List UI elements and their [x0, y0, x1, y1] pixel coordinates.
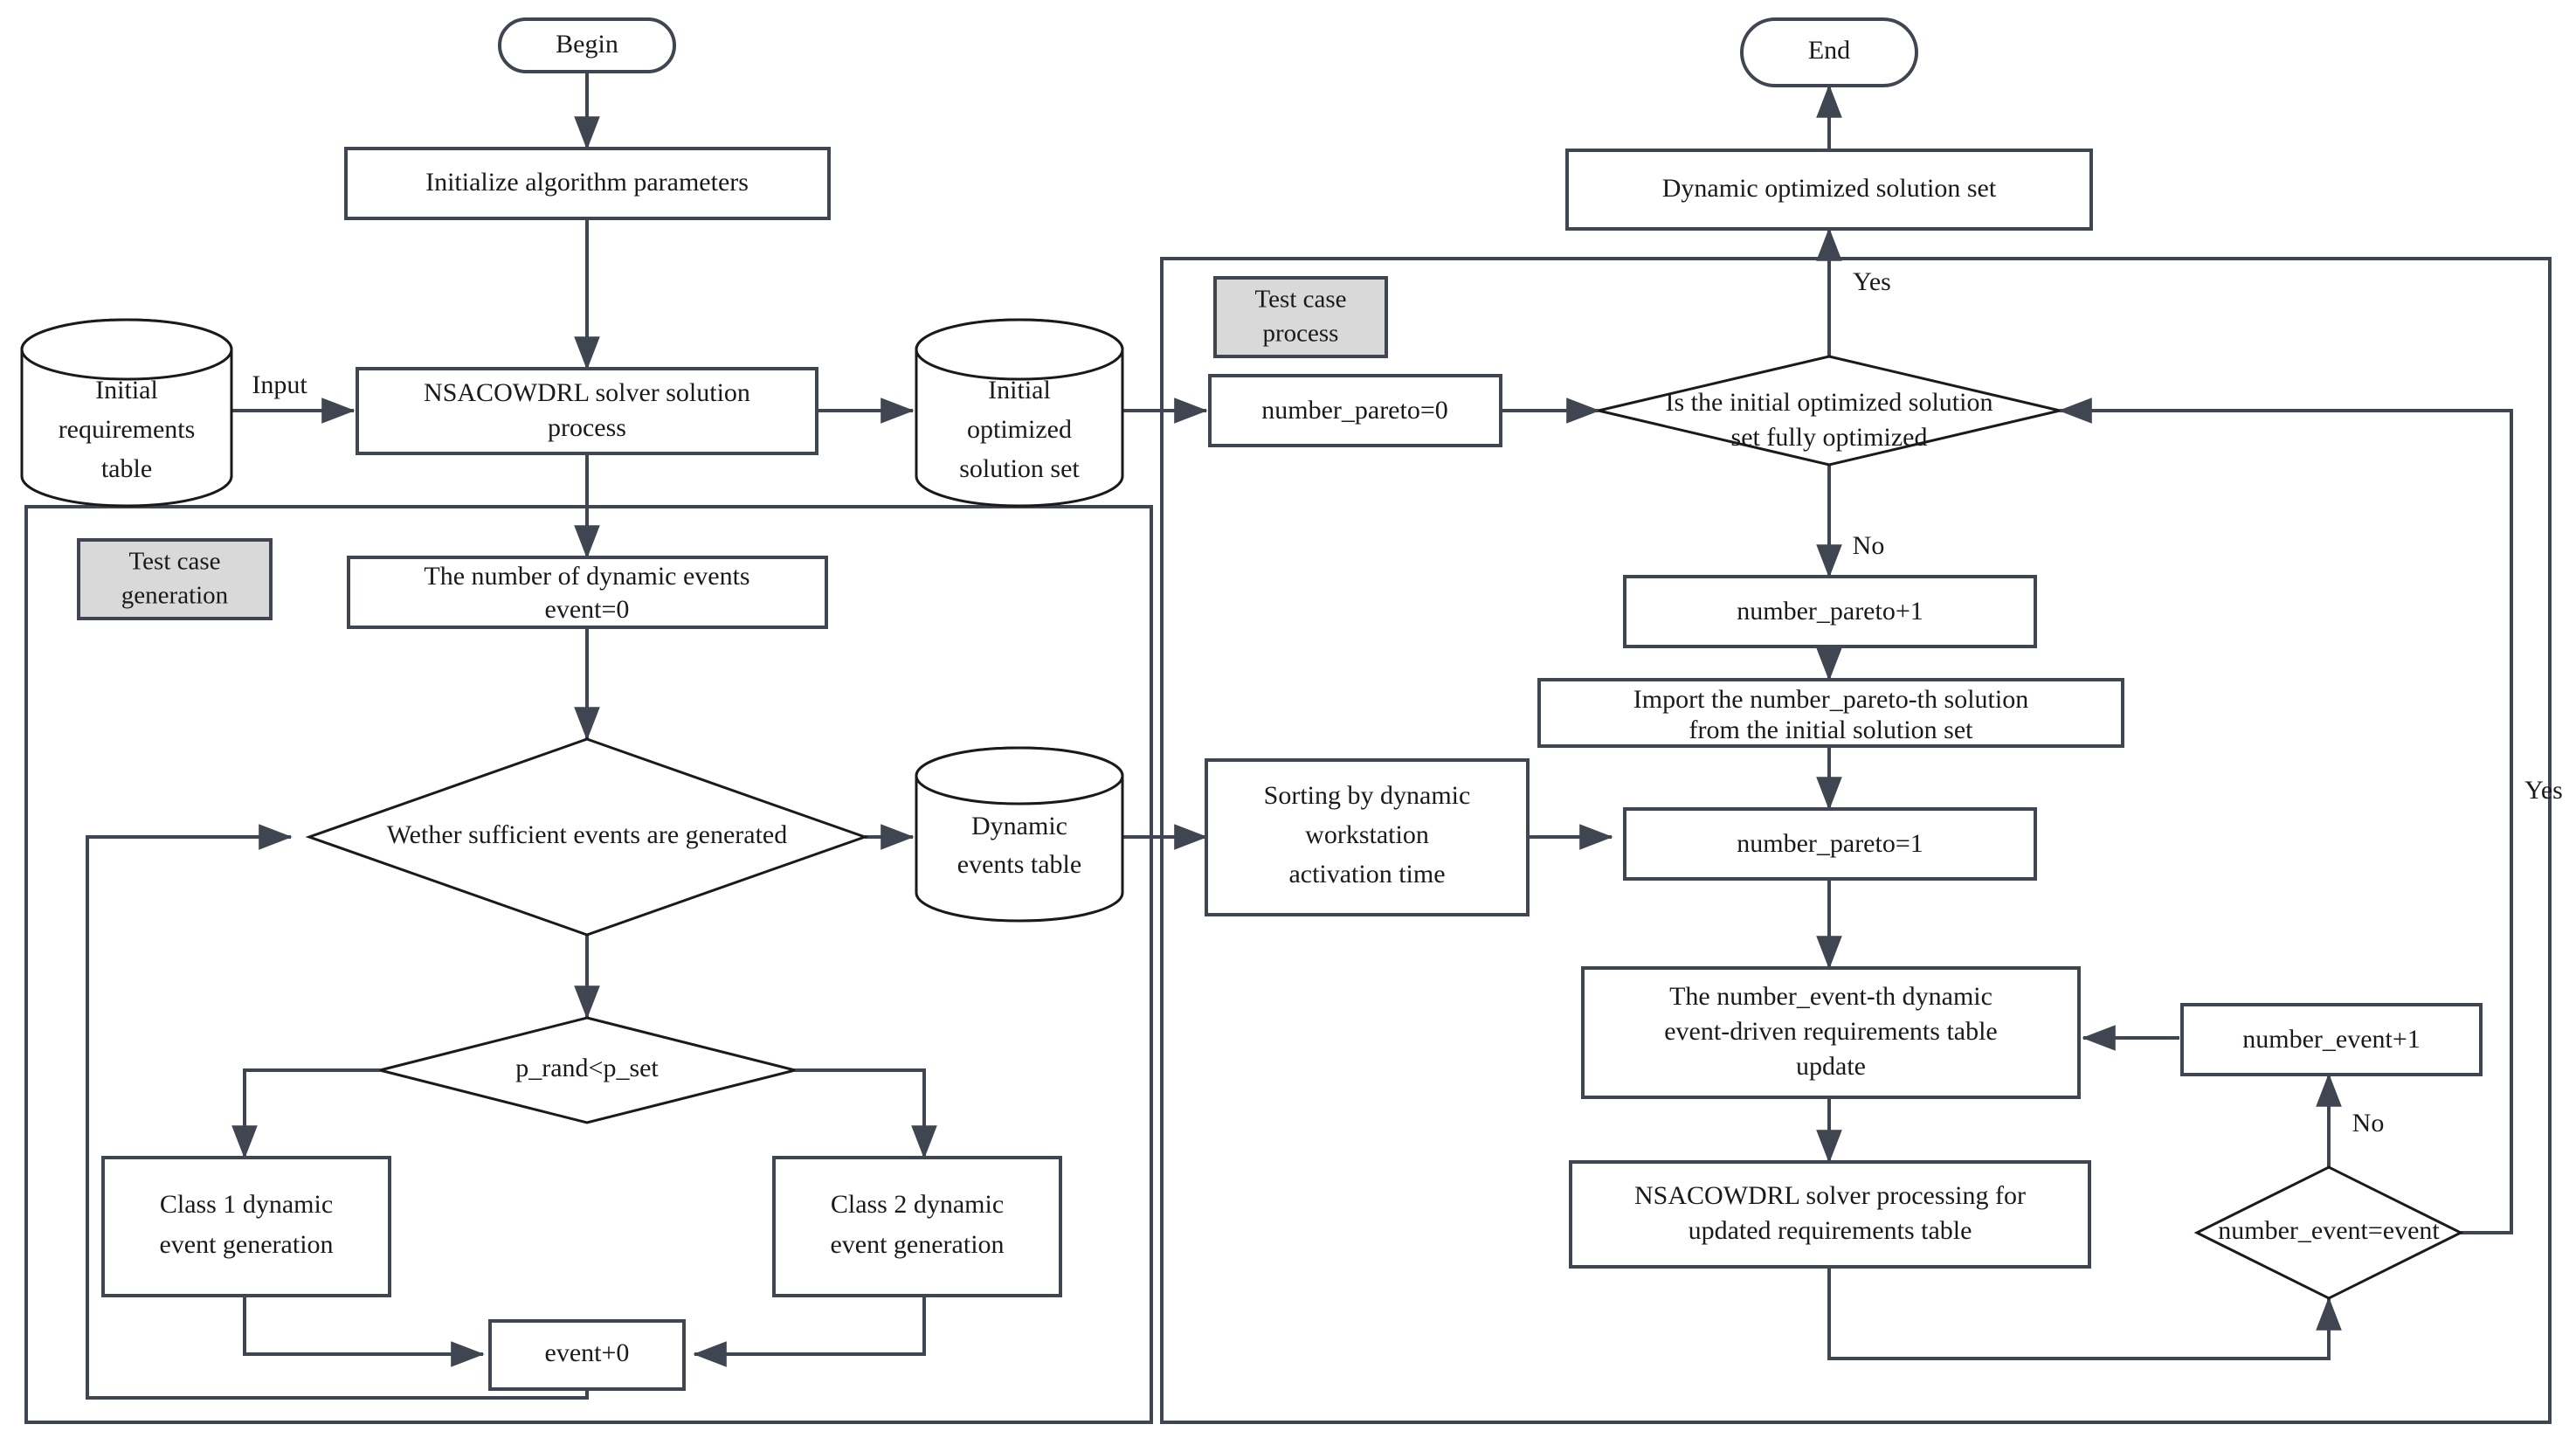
node-dynamic-optimized-solution-set[interactable]: [1565, 149, 2093, 231]
node-dynamic-events-table-line2: events table: [957, 850, 1081, 879]
panel-test-case-process: [1160, 257, 2552, 1424]
badge-test-case-process-line2: process: [1263, 320, 1339, 348]
node-nsacowdrl-updated-line1: NSACOWDRL solver processing for: [1634, 1181, 2026, 1210]
node-sorting-by-activation-line2: workstation: [1305, 820, 1429, 849]
node-p-rand-decision-label: p_rand<p_set: [515, 1054, 659, 1082]
node-initial-requirements-table-line1: Initial: [95, 376, 158, 404]
badge-test-case-generation-line2: generation: [121, 582, 229, 610]
node-p-rand-decision[interactable]: [379, 1016, 796, 1124]
node-class2-event-line1: Class 2 dynamic: [831, 1190, 1004, 1219]
node-dynamic-events-table[interactable]: [915, 746, 1124, 923]
badge-test-case-generation-line1: Test case: [128, 548, 220, 576]
node-init-params-label: Initialize algorithm parameters: [425, 168, 749, 197]
node-sorting-by-activation-line1: Sorting by dynamic: [1264, 781, 1471, 810]
node-is-fully-optimized[interactable]: [1598, 355, 2061, 467]
node-number-pareto-plus1[interactable]: [1623, 575, 2037, 648]
node-wether-sufficient-events-label: Wether sufficient events are generated: [387, 820, 787, 849]
node-number-pareto-zero[interactable]: [1208, 374, 1502, 447]
node-sorting-by-activation[interactable]: [1205, 758, 1530, 916]
node-initial-requirements-table[interactable]: [20, 318, 233, 508]
node-initial-optimized-solution-set[interactable]: [915, 318, 1124, 508]
node-initial-requirements-table-line3: table: [101, 454, 152, 483]
node-number-dynamic-events[interactable]: [347, 556, 828, 629]
node-class1-event-line2: event generation: [159, 1230, 333, 1259]
node-number-event-equals[interactable]: [2193, 1165, 2464, 1300]
node-class2-event[interactable]: [772, 1156, 1062, 1297]
node-dynamic-optimized-solution-set-label: Dynamic optimized solution set: [1662, 174, 1997, 203]
node-requirements-table-update[interactable]: [1581, 966, 2081, 1099]
node-begin[interactable]: [498, 17, 676, 73]
node-nsacowdrl-solver[interactable]: [356, 367, 818, 455]
node-end-label: End: [1808, 36, 1850, 65]
edge-eventplus-feedback: [86, 824, 589, 1400]
edge-label-input: Input: [252, 370, 307, 399]
node-number-dynamic-events-line2: event=0: [545, 595, 630, 624]
node-number-pareto-plus1-label: number_pareto+1: [1737, 597, 1923, 626]
edge-class2-to-eventplus: [693, 1296, 926, 1367]
node-event-plus-label: event+0: [545, 1338, 630, 1367]
node-number-pareto-one[interactable]: [1623, 807, 2037, 881]
node-class1-event[interactable]: [101, 1156, 391, 1297]
node-nsacowdrl-updated-line2: updated requirements table: [1689, 1216, 1972, 1245]
node-initial-optimized-solution-set-line3: solution set: [959, 454, 1080, 483]
node-begin-label: Begin: [556, 30, 618, 59]
node-initial-optimized-solution-set-line2: optimized: [967, 415, 1072, 444]
node-number-pareto-zero-label: number_pareto=0: [1261, 396, 1448, 425]
badge-test-case-process: [1213, 276, 1388, 358]
edge-label-no-bottom: No: [2352, 1109, 2385, 1137]
node-number-event-plus1[interactable]: [2180, 1003, 2483, 1076]
node-number-pareto-one-label: number_pareto=1: [1737, 829, 1923, 858]
node-dynamic-events-table-line1: Dynamic: [971, 812, 1067, 840]
node-nsacowdrl-solver-line2: process: [548, 413, 626, 442]
edge-nsacowdrl2-to-eventdecision: [1827, 1267, 2342, 1360]
node-is-fully-optimized-line1: Is the initial optimized solution: [1666, 388, 1993, 417]
node-event-plus[interactable]: [488, 1319, 686, 1391]
node-requirements-table-update-line2: event-driven requirements table: [1664, 1017, 1998, 1046]
edge-label-yes-top: Yes: [1853, 267, 1891, 296]
node-requirements-table-update-line1: The number_event-th dynamic: [1669, 982, 1992, 1011]
node-class1-event-line1: Class 1 dynamic: [160, 1190, 333, 1219]
badge-test-case-generation: [77, 538, 273, 620]
edge-label-yes-right: Yes: [2524, 776, 2563, 805]
node-number-dynamic-events-line1: The number of dynamic events: [424, 562, 749, 591]
node-import-pareto-solution-line2: from the initial solution set: [1689, 716, 1974, 744]
edge-label-no-top: No: [1853, 531, 1885, 560]
node-nsacowdrl-updated[interactable]: [1569, 1160, 2091, 1269]
edge-class1-to-eventplus: [243, 1296, 485, 1367]
badge-test-case-process-line1: Test case: [1254, 286, 1346, 314]
node-is-fully-optimized-line2: set fully optimized: [1731, 423, 1928, 452]
node-init-params[interactable]: [344, 147, 831, 220]
edge-prand-to-class2: [795, 1068, 937, 1159]
node-number-event-equals-label: number_event=event: [2218, 1216, 2440, 1245]
node-nsacowdrl-solver-line1: NSACOWDRL solver solution: [424, 378, 750, 407]
edge-eventdecision-yes-to-decision: [2058, 398, 2513, 1234]
node-initial-requirements-table-line2: requirements: [59, 415, 196, 444]
node-initial-optimized-solution-set-line1: Initial: [988, 376, 1051, 404]
node-end[interactable]: [1740, 17, 1918, 87]
node-wether-sufficient-events[interactable]: [305, 737, 869, 937]
node-sorting-by-activation-line3: activation time: [1288, 860, 1445, 888]
node-import-pareto-solution[interactable]: [1537, 678, 2124, 748]
edge-prand-to-class1: [231, 1068, 380, 1159]
node-requirements-table-update-line3: update: [1796, 1052, 1866, 1081]
node-class2-event-line2: event generation: [830, 1230, 1004, 1259]
node-number-event-plus1-label: number_event+1: [2242, 1025, 2421, 1054]
node-import-pareto-solution-line1: Import the number_pareto-th solution: [1633, 685, 2028, 714]
